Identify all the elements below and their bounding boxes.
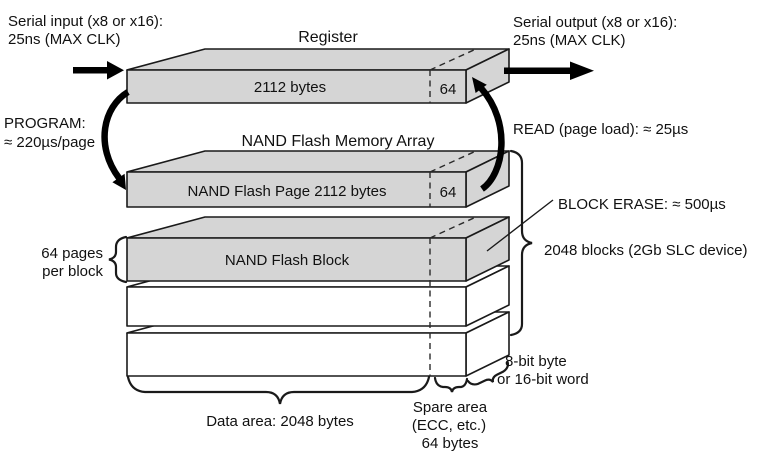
- register-data-label: 2112 bytes: [254, 79, 326, 96]
- pages-per-block-label-line1: 64 pages: [41, 245, 103, 262]
- serial-output-label-line1: Serial output (x8 or x16):: [513, 14, 677, 31]
- bus-width-label-line1: 8-bit byte: [505, 353, 567, 370]
- page-front-face: [126, 171, 467, 208]
- bus-width-label-line2: or 16-bit word: [497, 371, 589, 388]
- read-label: READ (page load): ≈ 25µs: [513, 121, 688, 138]
- spare-area-label-line3: 64 bytes: [422, 435, 479, 452]
- block3-front-face: [126, 332, 467, 377]
- serial-output-arrow: [504, 61, 594, 80]
- block-erase-pointer-line: [486, 199, 554, 252]
- page-data-label: NAND Flash Page 2112 bytes: [188, 183, 387, 200]
- pages-per-block-brace: [108, 235, 128, 284]
- spare-area-label-line1: Spare area: [413, 399, 488, 416]
- nand-flash-page-box: [126, 150, 510, 208]
- register-spare-divider-top: [429, 48, 477, 71]
- serial-input-arrow: [73, 61, 124, 80]
- blocks-count-brace: [509, 149, 533, 337]
- serial-input-label-line1: Serial input (x8 or x16):: [8, 13, 163, 30]
- pages-per-block-label-line2: per block: [42, 263, 103, 280]
- program-label-line1: PROGRAM:: [4, 115, 86, 132]
- serial-input-label-line2: 25ns (MAX CLK): [8, 31, 121, 48]
- data-area-brace: [126, 375, 431, 405]
- program-arrow: [101, 89, 130, 190]
- block-erase-label: BLOCK ERASE: ≈ 500µs: [558, 196, 726, 213]
- register-title: Register: [298, 29, 358, 46]
- spare-area-brace: [433, 376, 469, 393]
- program-label-line2: ≈ 220µs/page: [4, 134, 95, 151]
- page-spare-label: 64: [440, 184, 457, 201]
- program-arrowhead: [112, 173, 126, 190]
- block2-front-face: [126, 286, 467, 327]
- read-arrowhead: [472, 77, 487, 93]
- blocks-count-label: 2048 blocks (2Gb SLC device): [544, 242, 747, 259]
- nand-flash-block-box: [126, 216, 510, 282]
- block-label: NAND Flash Block: [225, 252, 350, 269]
- block1-front-face: [126, 237, 467, 282]
- block-spare-divider-top: [429, 216, 477, 239]
- register-spare-label: 64: [440, 81, 457, 98]
- page-spare-divider-top: [429, 150, 477, 173]
- read-arrow: [472, 77, 505, 192]
- serial-output-label-line2: 25ns (MAX CLK): [513, 32, 626, 49]
- data-area-label: Data area: 2048 bytes: [206, 413, 354, 430]
- spare-area-label-line2: (ECC, etc.): [412, 417, 486, 434]
- bus-width-brace: [466, 360, 510, 386]
- array-title: NAND Flash Memory Array: [242, 133, 435, 150]
